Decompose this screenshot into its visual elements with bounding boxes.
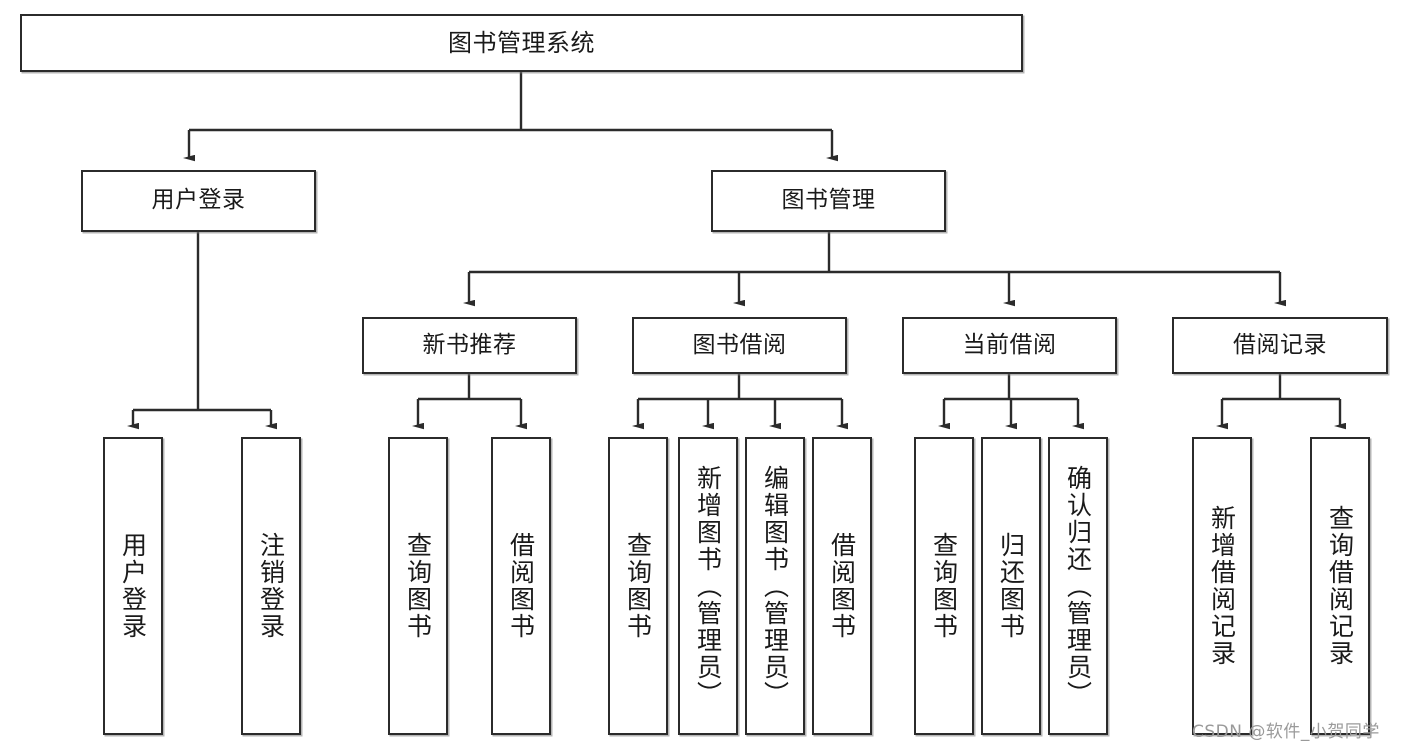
leaf-current-borrow-return[interactable]: 归还图书 xyxy=(981,437,1041,735)
node-new-book-recommend-label: 新书推荐 xyxy=(422,331,517,358)
leaf-book-borrow-add[interactable]: 新增图书（管理员） xyxy=(678,437,738,735)
leaf-current-borrow-query[interactable]: 查询图书 xyxy=(914,437,974,735)
leaf-label: 用户登录 xyxy=(118,532,148,640)
leaf-label: 归还图书 xyxy=(996,532,1026,640)
leaf-label: 新增图书（管理员） xyxy=(693,464,723,708)
leaf-label: 编辑图书（管理员） xyxy=(760,464,790,708)
node-book-borrow[interactable]: 图书借阅 xyxy=(632,317,847,374)
node-book-borrow-label: 图书借阅 xyxy=(692,331,787,358)
leaf-new-book-borrow[interactable]: 借阅图书 xyxy=(491,437,551,735)
node-book-management[interactable]: 图书管理 xyxy=(711,170,946,232)
node-new-book-recommend[interactable]: 新书推荐 xyxy=(362,317,577,374)
watermark: CSDN @软件_小贺同学 xyxy=(1192,722,1380,742)
node-root-label: 图书管理系统 xyxy=(448,28,595,57)
leaf-label: 查询图书 xyxy=(403,532,433,640)
leaf-borrow-record-add[interactable]: 新增借阅记录 xyxy=(1192,437,1252,735)
leaf-label: 新增借阅记录 xyxy=(1207,505,1237,667)
leaf-label: 借阅图书 xyxy=(506,532,536,640)
leaf-borrow-record-query[interactable]: 查询借阅记录 xyxy=(1310,437,1370,735)
node-current-borrow[interactable]: 当前借阅 xyxy=(902,317,1117,374)
leaf-label: 查询借阅记录 xyxy=(1325,505,1355,667)
node-root[interactable]: 图书管理系统 xyxy=(20,14,1023,72)
node-borrow-record[interactable]: 借阅记录 xyxy=(1172,317,1388,374)
leaf-book-borrow-edit[interactable]: 编辑图书（管理员） xyxy=(745,437,805,735)
leaf-new-book-query[interactable]: 查询图书 xyxy=(388,437,448,735)
leaf-label: 注销登录 xyxy=(256,532,286,640)
node-user-login-label: 用户登录 xyxy=(151,187,246,214)
node-borrow-record-label: 借阅记录 xyxy=(1233,331,1327,358)
leaf-book-borrow-query[interactable]: 查询图书 xyxy=(608,437,668,735)
leaf-label: 确认归还（管理员） xyxy=(1063,464,1093,708)
leaf-current-borrow-confirm-return[interactable]: 确认归还（管理员） xyxy=(1048,437,1108,735)
leaf-label: 借阅图书 xyxy=(827,532,857,640)
leaf-user-login-logout[interactable]: 注销登录 xyxy=(241,437,301,735)
leaf-book-borrow-borrow[interactable]: 借阅图书 xyxy=(812,437,872,735)
node-current-borrow-label: 当前借阅 xyxy=(962,331,1057,358)
node-user-login[interactable]: 用户登录 xyxy=(81,170,316,232)
leaf-label: 查询图书 xyxy=(929,532,959,640)
leaf-label: 查询图书 xyxy=(623,532,653,640)
node-book-management-label: 图书管理 xyxy=(781,187,876,214)
leaf-user-login-login[interactable]: 用户登录 xyxy=(103,437,163,735)
